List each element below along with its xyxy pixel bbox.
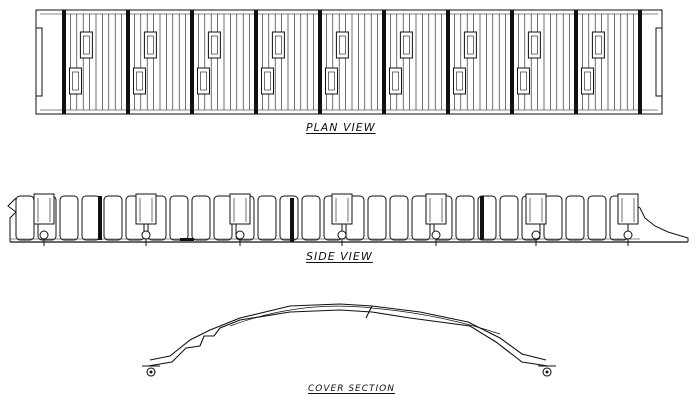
plan-outline <box>35 9 663 115</box>
plan-bracket-slot <box>147 35 154 55</box>
plan-view-drawing <box>35 9 663 115</box>
side-cell <box>279 195 299 241</box>
plan-bracket-slot <box>392 71 399 91</box>
side-cell <box>81 195 101 241</box>
plan-bay-divider <box>126 10 130 114</box>
side-cell <box>103 195 123 241</box>
plan-end-cap <box>655 27 662 97</box>
side-accent <box>290 198 294 242</box>
cover-arc <box>229 305 501 335</box>
plan-bracket-slot <box>275 35 282 55</box>
plan-bracket-slot <box>403 35 410 55</box>
side-cell <box>477 195 497 241</box>
side-clamp <box>331 193 353 225</box>
side-clamp <box>229 193 251 225</box>
side-eyelet <box>235 230 245 240</box>
plan-bay-divider <box>62 10 66 114</box>
plan-bracket-slot <box>264 71 271 91</box>
side-cell <box>213 195 233 241</box>
side-cell <box>587 195 607 241</box>
plan-bracket-slot <box>520 71 527 91</box>
side-cell <box>191 195 211 241</box>
cover-section-label: COVER SECTION <box>308 384 395 394</box>
plan-end-cap <box>36 27 43 97</box>
plan-bracket-slot <box>595 35 602 55</box>
plan-bay-divider <box>638 10 642 114</box>
side-cell <box>367 195 387 241</box>
plan-bay-divider <box>574 10 578 114</box>
plan-bracket-slot <box>339 35 346 55</box>
plan-bay-divider <box>446 10 450 114</box>
side-eyelet <box>39 230 49 240</box>
side-eyelet <box>431 230 441 240</box>
plan-bay-divider <box>318 10 322 114</box>
side-cell <box>59 195 79 241</box>
side-clamp <box>425 193 447 225</box>
side-left-end <box>7 197 17 242</box>
side-cell <box>15 195 35 241</box>
side-cell <box>565 195 585 241</box>
plan-view-label: PLAN VIEW <box>306 121 376 134</box>
side-clamp <box>135 193 157 225</box>
cover-left-eyelet <box>146 367 156 377</box>
plan-bracket-slot <box>456 71 463 91</box>
side-cell <box>499 195 519 241</box>
plan-bay-divider <box>190 10 194 114</box>
plan-bracket-slot <box>136 71 143 91</box>
cover-right-eyelet <box>542 367 552 377</box>
plan-bracket-slot <box>211 35 218 55</box>
side-cell <box>543 195 563 241</box>
plan-bracket-slot <box>467 35 474 55</box>
cover-inner-profile <box>147 309 549 367</box>
cover-outer-profile <box>149 303 547 361</box>
side-cell <box>169 195 189 241</box>
cover-left-eyelet-hole <box>149 370 153 374</box>
side-eyelet <box>337 230 347 240</box>
side-cell <box>389 195 409 241</box>
plan-bracket-slot <box>83 35 90 55</box>
side-cell <box>301 195 321 241</box>
plan-bracket-slot <box>584 71 591 91</box>
plan-bay-divider <box>510 10 514 114</box>
side-eyelet <box>141 230 151 240</box>
side-accent <box>480 196 484 240</box>
side-clamp <box>33 193 55 225</box>
side-view-drawing <box>7 193 689 246</box>
side-view-label: SIDE VIEW <box>306 250 373 263</box>
plan-bracket-slot <box>531 35 538 55</box>
side-clamp <box>617 193 639 225</box>
plan-bay-divider <box>254 10 258 114</box>
cover-section-drawing <box>142 303 556 377</box>
side-clamp <box>525 193 547 225</box>
plan-bracket-slot <box>72 71 79 91</box>
side-cell <box>257 195 277 241</box>
side-cell <box>455 195 475 241</box>
plan-bay-divider <box>382 10 386 114</box>
plan-bracket-slot <box>328 71 335 91</box>
side-eyelet <box>531 230 541 240</box>
side-eyelet <box>623 230 633 240</box>
cover-right-eyelet-hole <box>545 370 549 374</box>
plan-bracket-slot <box>200 71 207 91</box>
cover-ridge-mark <box>365 305 373 319</box>
side-accent <box>98 196 102 240</box>
side-accent <box>180 238 194 241</box>
